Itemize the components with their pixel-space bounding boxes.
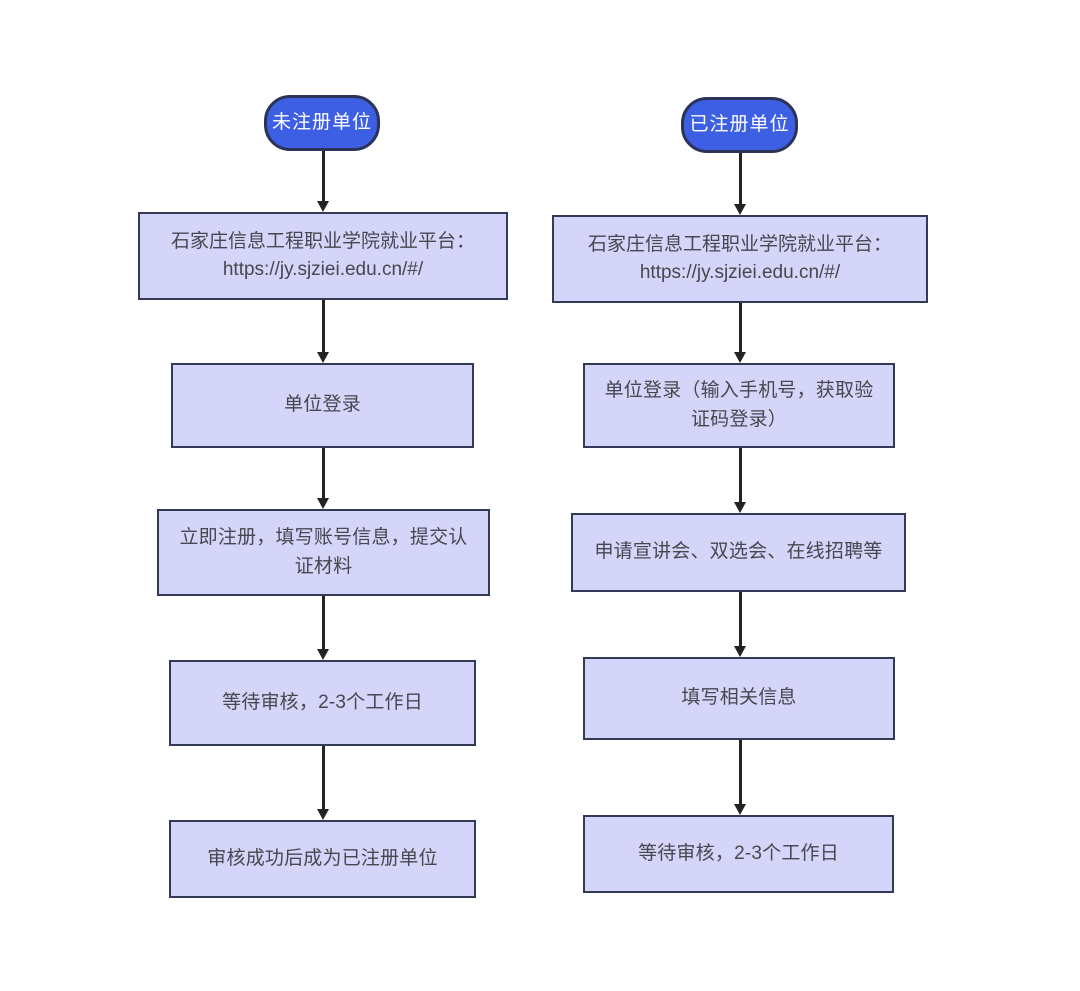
connector-L2-L3 bbox=[316, 448, 329, 509]
connector-R1-R2-arrowhead bbox=[733, 352, 746, 363]
process-right-wait-review-label: 等待审核，2-3个工作日 bbox=[638, 842, 839, 864]
connector-R1-R2 bbox=[733, 303, 746, 363]
process-left-become-registered[interactable]: 审核成功后成为已注册单位 bbox=[169, 820, 476, 898]
process-right-apply-events-label: 申请宣讲会、双选会、在线招聘等 bbox=[594, 541, 883, 563]
connector-R1-R2-stem bbox=[739, 303, 742, 352]
process-left-register-submit[interactable]: 立即注册，填写账号信息，提交认证材料 bbox=[157, 509, 490, 596]
connector-R0-R1 bbox=[733, 153, 746, 215]
connector-L0-L1-arrowhead bbox=[316, 201, 329, 212]
process-left-wait-review[interactable]: 等待审核，2-3个工作日 bbox=[169, 660, 476, 746]
connector-R0-R1-stem bbox=[739, 153, 742, 204]
connector-R2-R3-stem bbox=[739, 448, 742, 502]
process-left-platform-url-label: 石家庄信息工程职业学院就业平台： https://jy.sjziei.edu.c… bbox=[170, 230, 475, 281]
process-right-platform-url[interactable]: 石家庄信息工程职业学院就业平台： https://jy.sjziei.edu.c… bbox=[552, 215, 928, 303]
connector-R0-R1-arrowhead bbox=[733, 204, 746, 215]
terminal-registered-start-label: 已注册单位 bbox=[689, 113, 790, 135]
process-right-platform-url-label: 石家庄信息工程职业学院就业平台： https://jy.sjziei.edu.c… bbox=[587, 233, 892, 284]
connector-R4-R5-stem bbox=[739, 740, 742, 804]
connector-L1-L2 bbox=[316, 300, 329, 363]
connector-R4-R5 bbox=[733, 740, 746, 815]
connector-L2-L3-stem bbox=[322, 448, 325, 498]
connector-R3-R4-stem bbox=[739, 592, 742, 646]
process-right-fill-info[interactable]: 填写相关信息 bbox=[583, 657, 895, 740]
connector-L1-L2-arrowhead bbox=[316, 352, 329, 363]
process-left-wait-review-label: 等待审核，2-3个工作日 bbox=[222, 691, 423, 713]
connector-L4-L5-arrowhead bbox=[316, 809, 329, 820]
terminal-unregistered-start[interactable]: 未注册单位 bbox=[264, 95, 380, 151]
connector-L1-L2-stem bbox=[322, 300, 325, 352]
terminal-unregistered-start-label: 未注册单位 bbox=[271, 111, 372, 133]
connector-R3-R4 bbox=[733, 592, 746, 657]
connector-L3-L4 bbox=[316, 596, 329, 660]
process-left-become-registered-label: 审核成功后成为已注册单位 bbox=[207, 847, 438, 869]
process-left-unit-login[interactable]: 单位登录 bbox=[171, 363, 474, 448]
process-right-unit-login-sms-label: 单位登录（输入手机号，获取验证码登录） bbox=[604, 380, 874, 430]
process-left-platform-url[interactable]: 石家庄信息工程职业学院就业平台： https://jy.sjziei.edu.c… bbox=[138, 212, 508, 300]
connector-L4-L5 bbox=[316, 746, 329, 820]
connector-L2-L3-arrowhead bbox=[316, 498, 329, 509]
connector-R4-R5-arrowhead bbox=[733, 804, 746, 815]
connector-L4-L5-stem bbox=[322, 746, 325, 809]
connector-R2-R3 bbox=[733, 448, 746, 513]
connector-L0-L1 bbox=[316, 151, 329, 212]
connector-L3-L4-stem bbox=[322, 596, 325, 649]
process-left-unit-login-label: 单位登录 bbox=[284, 394, 361, 416]
connector-L3-L4-arrowhead bbox=[316, 649, 329, 660]
connector-R3-R4-arrowhead bbox=[733, 646, 746, 657]
process-left-register-submit-label: 立即注册，填写账号信息，提交认证材料 bbox=[179, 527, 468, 577]
process-right-apply-events[interactable]: 申请宣讲会、双选会、在线招聘等 bbox=[571, 513, 906, 592]
process-right-unit-login-sms[interactable]: 单位登录（输入手机号，获取验证码登录） bbox=[583, 363, 895, 448]
process-right-wait-review[interactable]: 等待审核，2-3个工作日 bbox=[583, 815, 894, 893]
terminal-registered-start[interactable]: 已注册单位 bbox=[681, 97, 798, 153]
connector-L0-L1-stem bbox=[322, 151, 325, 201]
connector-R2-R3-arrowhead bbox=[733, 502, 746, 513]
process-right-fill-info-label: 填写相关信息 bbox=[681, 687, 797, 709]
